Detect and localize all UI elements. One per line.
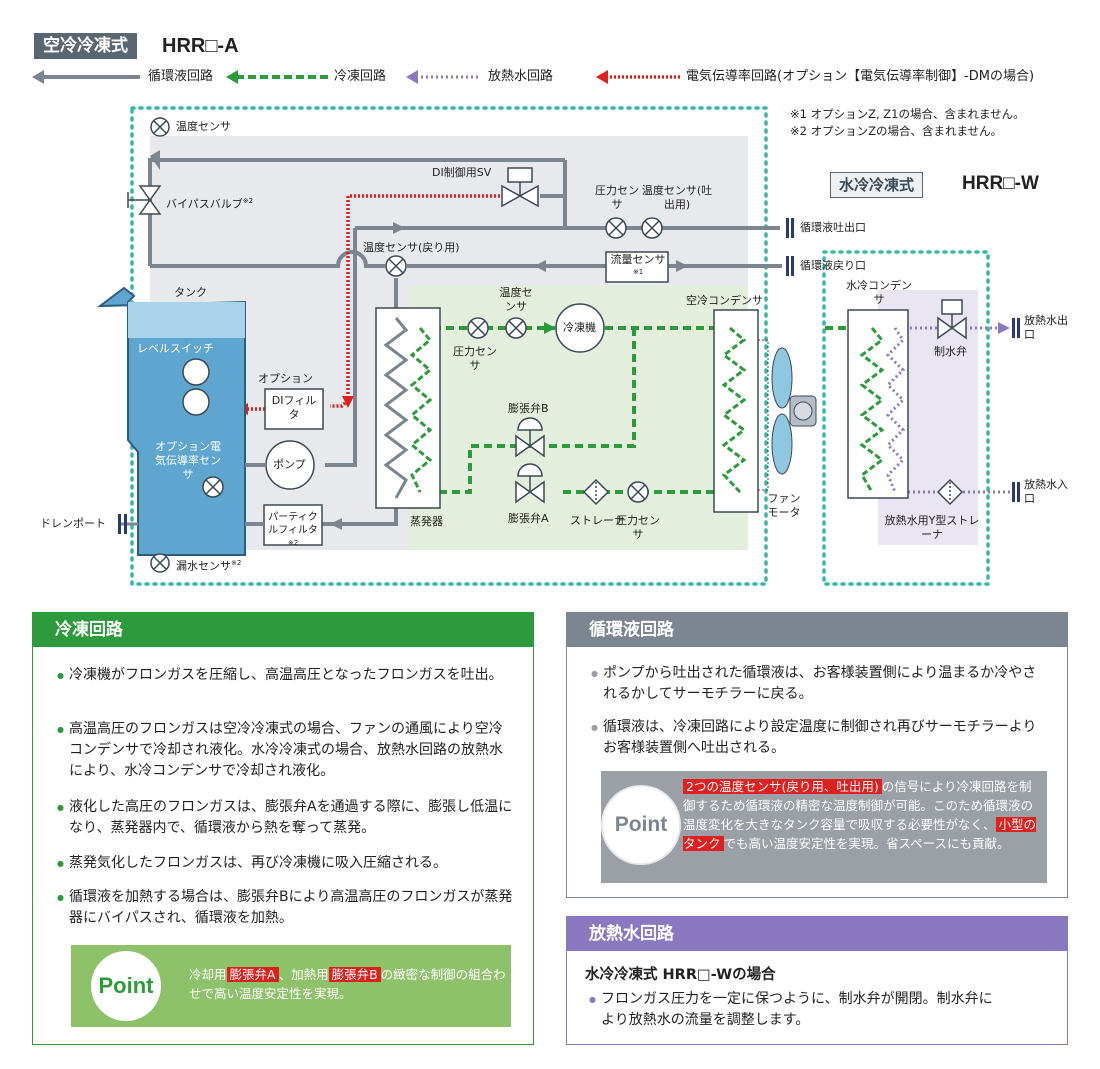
ref-point-t2: 、加熱用 [278,967,329,982]
label-level-switch: レベルスイッチ [137,342,214,355]
legend-conductivity: 電気伝導率回路(オプション【電気伝導率制御】-DMの場合) [686,69,1035,84]
air-cooled-model: HRR□-A [162,35,239,57]
legend-circulation: 循環液回路 [148,69,214,84]
label-temp-sensor-top: 温度センサ [176,120,231,133]
circ-point-box: Point 2つの温度センサ(戻り用、吐出用)の信号により冷凍回路を制御するため… [601,771,1047,883]
rad-bullet-1: フロンガス圧力を一定に保つように、制水弁が開閉。制水弁により放熱水の流量を調整し… [589,989,1001,1031]
ref-bullet-3: 液化した高圧のフロンガスは、膨張弁Aを通過する際に、膨張し低温になり、蒸発器内で… [57,797,515,839]
label-flow-sensor: 流量センサ ※1 [610,253,666,282]
ref-bullet-4: 蒸発気化したフロンガスは、再び冷凍機に吸入圧縮される。 [57,853,515,874]
ref-point-tag-b: 膨張弁B [328,967,381,982]
label-pressure-sensor-low: 圧力センサ [616,514,660,541]
label-pump: ポンプ [273,458,306,471]
label-temp-sensor-return: 温度センサ(戻り用) [363,241,460,254]
legend-lines [32,70,680,84]
panel-refrigeration-title: 冷凍回路 [33,613,533,647]
label-particle-filter: パーティクルフィルタ ※2 [266,511,320,553]
ref-point-tag-a: 膨張弁A [226,967,279,982]
label-cond-sensor: オプション電気伝導率センサ [155,440,221,481]
label-option: オプション [258,372,313,385]
label-rad-in: 放熱水入口 [1024,478,1068,505]
label-rad-out: 放熱水出口 [1024,314,1068,341]
panel-circulation: 循環液回路 ポンプから吐出された循環液は、お客様装置側により温まるか冷やされるか… [566,612,1068,898]
ref-bullet-1: 冷凍機がフロンガスを圧縮し、高温高圧となったフロンガスを吐出。 [57,665,515,686]
water-cooled-model: HRR□-W [962,173,1039,194]
label-flow-sensor-text: 流量センサ [610,253,666,266]
circ-point-tag-1: 2つの温度センサ(戻り用、吐出用) [683,779,882,794]
ref-point-label: Point [91,951,161,1021]
label-pressure-sensor-ref: 圧力センサ [453,345,497,372]
flow-diagram [96,106,1020,586]
ref-bullet-2: 高温高圧のフロンガスは空冷冷凍式の場合、ファンの通風により空冷コンデンサで冷却さ… [57,719,515,782]
sup2-bypass: ※2 [242,197,254,205]
label-y-strainer: 放熱水用Y型ストレーナ [884,514,980,541]
note-1: ※1 オプションZ, Z1の場合、含まれません。 [790,107,1025,121]
label-particle-filter-text: パーティクルフィルタ [268,512,318,536]
water-cooled-badge: 水冷冷凍式 [830,172,924,198]
label-leak-sensor-text: 漏水センサ [176,559,231,573]
sup2-particle: ※2 [287,539,299,547]
label-water-condenser: 水冷コンデンサ [846,279,912,306]
label-bypass-valve: バイパスバルブ※2 [166,194,253,212]
label-temp-sensor-ref: 温度センサ [499,286,533,313]
label-exp-b: 膨張弁B [508,402,549,415]
label-di-filter: DIフィルタ [271,394,317,421]
sup2-leak: ※2 [231,559,242,567]
label-bypass-valve-text: バイパスバルブ [166,197,243,211]
label-outlet: 循環液吐出口 [800,221,866,234]
panel-radiation: 放熱水回路 水冷冷凍式 HRR□-Wの場合 フロンガス圧力を一定に保つように、制… [566,916,1068,1045]
note-2: ※2 オプションZの場合、含まれません。 [790,124,1003,138]
circ-point-label: Point [601,785,681,865]
label-air-condenser: 空冷コンデンサ [686,294,763,307]
ref-bullet-5: 循環液を加熱する場合は、膨張弁Bにより高温高圧のフロンガスが蒸発器にバイパスされ… [57,887,515,929]
radiation-subtitle: 水冷冷凍式 HRR□-Wの場合 [585,967,776,983]
panel-circulation-title: 循環液回路 [567,613,1067,647]
panel-refrigeration: 冷凍回路 冷凍機がフロンガスを圧縮し、高温高圧となったフロンガスを吐出。 高温高… [32,612,534,1045]
label-water-valve: 制水弁 [934,345,967,358]
label-pressure-sensor: 圧力センサ [595,184,639,211]
label-tank: タンク [174,286,207,299]
label-temp-sensor-out: 温度センサ(吐出用) [641,184,713,211]
ref-point-t1: 冷却用 [189,967,227,982]
air-cooled-badge: 空冷冷凍式 [34,33,137,59]
legend-radiation: 放熱水回路 [488,69,554,84]
label-exp-a: 膨張弁A [508,512,549,525]
legend-refrigeration: 冷凍回路 [334,69,387,84]
label-strainer: ストレーナ [570,514,625,527]
ref-point-t3: の緻密な制御の組合わせで高い温度安定性を実現。 [189,967,506,1001]
circ-bullet-2: 循環液は、冷凍回路により設定温度に制御され再びサーモチラーよりお客様装置側へ吐出… [591,717,1049,759]
label-drain: ドレンポート [40,517,106,530]
circ-point-t1: の信号により冷凍回路を制御するため循環液の精密な温度制御が可能。このため循環液の… [683,779,1034,832]
sup1-flow: ※1 [632,268,644,276]
label-evaporator: 蒸発器 [410,515,443,528]
label-di-sv: DI制御用SV [432,166,492,179]
label-return: 循環液戻り口 [800,259,866,272]
panel-radiation-title: 放熱水回路 [567,917,1067,951]
label-compressor: 冷凍機 [563,321,596,334]
circ-point-text: 2つの温度センサ(戻り用、吐出用)の信号により冷凍回路を制御するため循環液の精密… [683,777,1043,853]
label-leak-sensor: 漏水センサ※2 [176,556,241,574]
circ-bullet-1: ポンプから吐出された循環液は、お客様装置側により温まるか冷やされるかしてサーモチ… [591,663,1049,705]
circ-point-t2: でも高い温度安定性を実現。省スペースにも貢献。 [723,836,1010,851]
label-fan-motor: ファンモータ [767,492,801,519]
